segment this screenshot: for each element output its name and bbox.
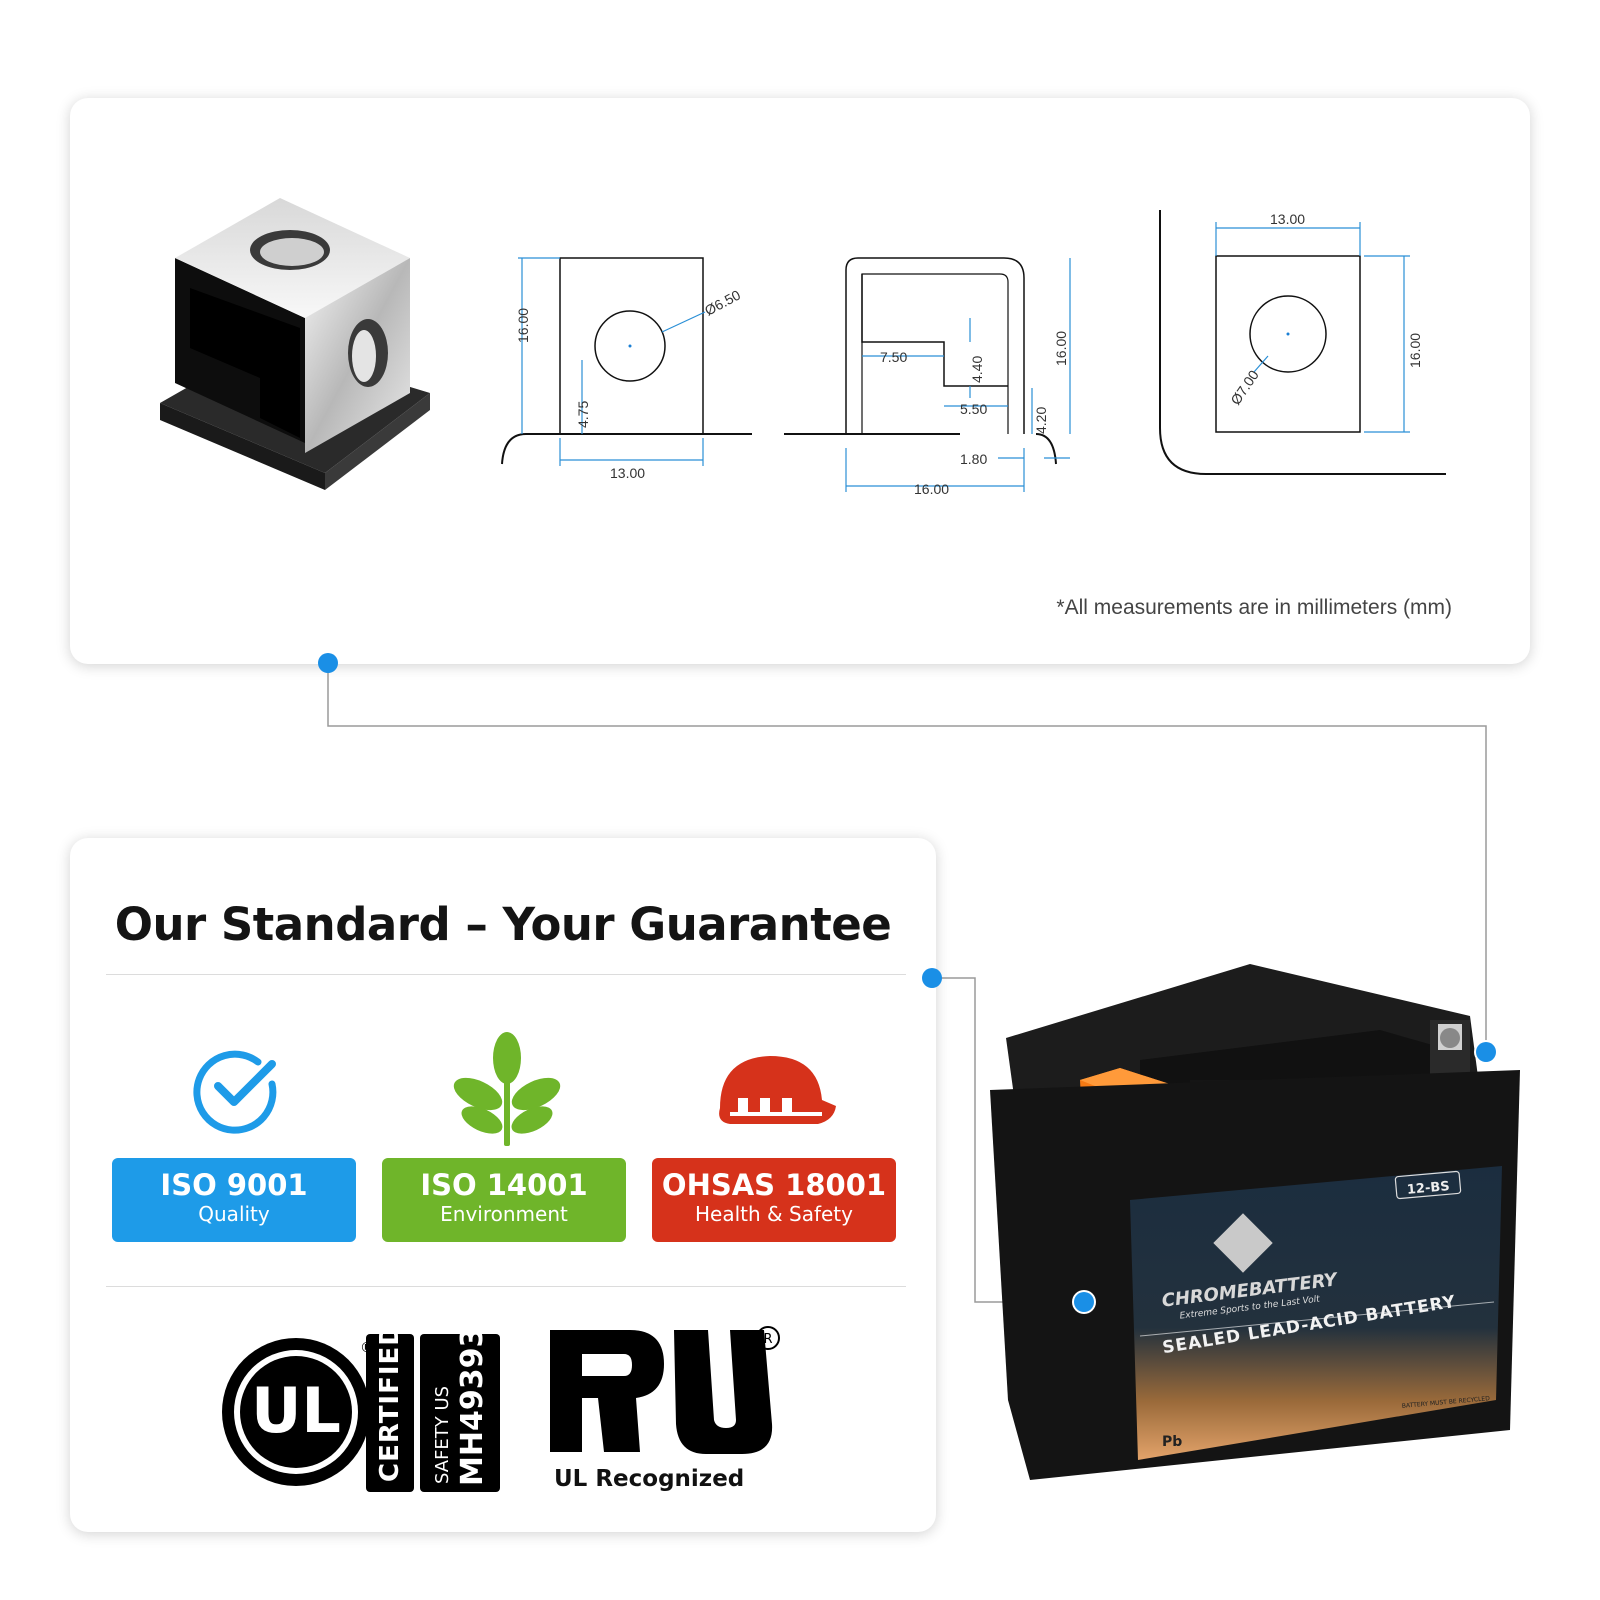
ul-code-label: MH49393	[455, 1330, 490, 1486]
measurement-note: *All measurements are in millimeters (mm…	[1056, 596, 1452, 619]
ul-certified-mark: UL ® CERTIFIED SAFETY US MH49393	[222, 1330, 500, 1492]
iso-9001-badge: ISO 9001 Quality	[112, 1158, 356, 1242]
battery-model-label: 12-BS	[1406, 1179, 1450, 1198]
front-view-drawing: 16.00 13.00 4.75 Ø6.50	[501, 257, 752, 481]
side-slot-depth-label: 7.50	[880, 349, 907, 365]
guarantee-title: Our Standard – Your Guarantee	[114, 898, 892, 951]
iso-9001-subtitle: Quality	[198, 1202, 270, 1226]
battery-image: 12-BS CHROMEBATTERY Extreme Sports to th…	[990, 964, 1520, 1480]
front-height-label: 16.00	[515, 308, 531, 343]
guarantee-card: Our Standard – Your Guarantee ISO 9001 Q…	[70, 838, 936, 1532]
top-width-label: 13.00	[1270, 211, 1305, 227]
top-hole-dia-label: Ø7.00	[1227, 367, 1262, 408]
ul-recognized-mark: R	[550, 1326, 780, 1454]
iso-14001-subtitle: Environment	[440, 1202, 568, 1226]
front-hole-height-label: 4.75	[575, 401, 591, 428]
ul-registered-mark-2: R	[763, 1332, 772, 1347]
side-wall-label: 1.80	[960, 451, 987, 467]
side-height-label: 16.00	[1053, 331, 1069, 366]
ohsas-18001-badge: OHSAS 18001 Health & Safety	[652, 1158, 896, 1242]
side-base-height-label: 4.20	[1033, 407, 1049, 434]
check-circle-icon	[193, 1050, 277, 1134]
divider-top	[106, 974, 906, 975]
terminal-3d-render	[160, 198, 430, 490]
iso-14001-title: ISO 14001	[420, 1168, 588, 1202]
ohsas-18001-subtitle: Health & Safety	[695, 1202, 853, 1226]
side-slot-inner-label: 5.50	[960, 401, 987, 417]
battery-pb-label: Pb	[1162, 1434, 1182, 1450]
ul-recognized-label: UL Recognized	[554, 1466, 745, 1492]
ul-safety-label: SAFETY US	[432, 1386, 453, 1484]
top-view-drawing: 13.00 16.00 Ø7.00	[1159, 210, 1446, 475]
front-hole-dia-label: Ø6.50	[702, 287, 743, 319]
leaf-icon	[453, 1032, 561, 1146]
hard-hat-icon	[719, 1056, 836, 1124]
side-view-drawing: 7.50 4.40 5.50 4.20 16.00 1.80 16.00	[784, 257, 1071, 497]
side-width-label: 16.00	[914, 481, 949, 497]
side-slot-height-label: 4.40	[969, 356, 985, 383]
top-height-label: 16.00	[1407, 333, 1423, 368]
ohsas-18001-title: OHSAS 18001	[661, 1168, 887, 1202]
terminal-dimensions-card: 16.00 13.00 4.75 Ø6.50 7.50 4.40 5.50 4.…	[70, 98, 1530, 664]
iso-14001-badge: ISO 14001 Environment	[382, 1158, 626, 1242]
ul-certified-label: CERTIFIED	[375, 1330, 405, 1482]
iso-9001-title: ISO 9001	[160, 1168, 308, 1202]
ul-logo-text: UL	[251, 1374, 341, 1447]
divider-bottom	[106, 1286, 906, 1287]
front-width-label: 13.00	[610, 465, 645, 481]
